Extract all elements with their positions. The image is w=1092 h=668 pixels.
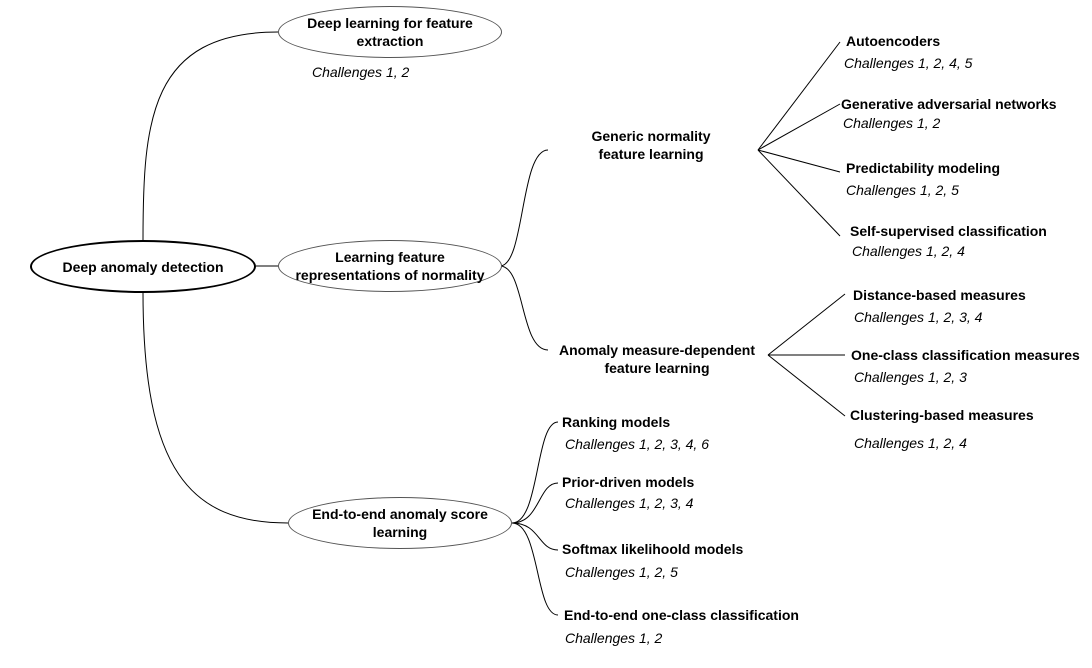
challenges-feature-extraction: Challenges 1, 2 [312,64,410,80]
connector-e2e-prior [511,482,559,524]
challenges-distance: Challenges 1, 2, 3, 4 [854,309,983,325]
node-end-to-end-label: End-to-end anomaly score learning [312,506,488,540]
leaf-autoencoders: Autoencoders [846,33,941,49]
challenges-ranking: Challenges 1, 2, 3, 4, 6 [565,436,709,452]
node-feature-extraction[interactable]: Deep learning for feature extraction [278,6,502,58]
challenges-gan: Challenges 1, 2 [843,115,941,131]
challenges-clustering: Challenges 1, 2, 4 [854,435,967,451]
leaf-predictability: Predictability modeling [846,160,1001,176]
root-label: Deep anomaly detection [62,258,224,275]
challenges-prior: Challenges 1, 2, 3, 4 [565,495,694,511]
connector-measure-clustering [767,354,846,417]
connector-normality-measure [499,265,549,351]
connector-root-end-to-end [142,291,289,524]
leaf-distance: Distance-based measures [853,287,1026,303]
node-normality-label: Learning feature representations of norm… [295,249,485,283]
connector-generic-predictability [757,149,841,173]
leaf-softmax: Softmax likelihoold models [562,541,744,557]
node-normality[interactable]: Learning feature representations of norm… [278,240,502,292]
challenges-predictability: Challenges 1, 2, 5 [846,182,959,198]
connector-generic-autoencoders [757,41,841,151]
connector-generic-selfsupervised [757,149,841,237]
generic-normality-label: Generic normality feature learning [591,128,711,162]
node-feature-extraction-label: Deep learning for feature extraction [307,15,473,49]
challenges-oneclass-e2e: Challenges 1, 2 [565,630,663,646]
challenges-oneclass-measure: Challenges 1, 2, 3 [854,369,967,385]
leaf-ranking: Ranking models [562,414,671,430]
connector-generic-gan [757,103,841,151]
connector-e2e-oneclass [511,522,559,616]
connector-root-feature-extraction [142,31,279,241]
connector-measure-distance [767,293,846,356]
connector-e2e-softmax [511,522,559,551]
challenges-autoencoders: Challenges 1, 2, 4, 5 [844,55,973,71]
node-end-to-end[interactable]: End-to-end anomaly score learning [288,497,512,549]
leaf-prior: Prior-driven models [562,474,695,490]
leaf-clustering: Clustering-based measures [850,407,1034,423]
leaf-oneclass-e2e: End-to-end one-class classification [564,607,799,623]
challenges-selfsupervised: Challenges 1, 2, 4 [852,243,965,259]
challenges-softmax: Challenges 1, 2, 5 [565,564,678,580]
leaf-selfsupervised: Self-supervised classification [850,223,1047,239]
leaf-oneclass-measure: One-class classification measures [851,347,1080,363]
root-node[interactable]: Deep anomaly detection [30,240,256,293]
connector-e2e-ranking [511,421,559,524]
connector-normality-generic [499,149,549,267]
measure-dependent-label: Anomaly measure-dependent feature learni… [558,342,756,376]
leaf-gan: Generative adversarial networks [841,96,1057,112]
